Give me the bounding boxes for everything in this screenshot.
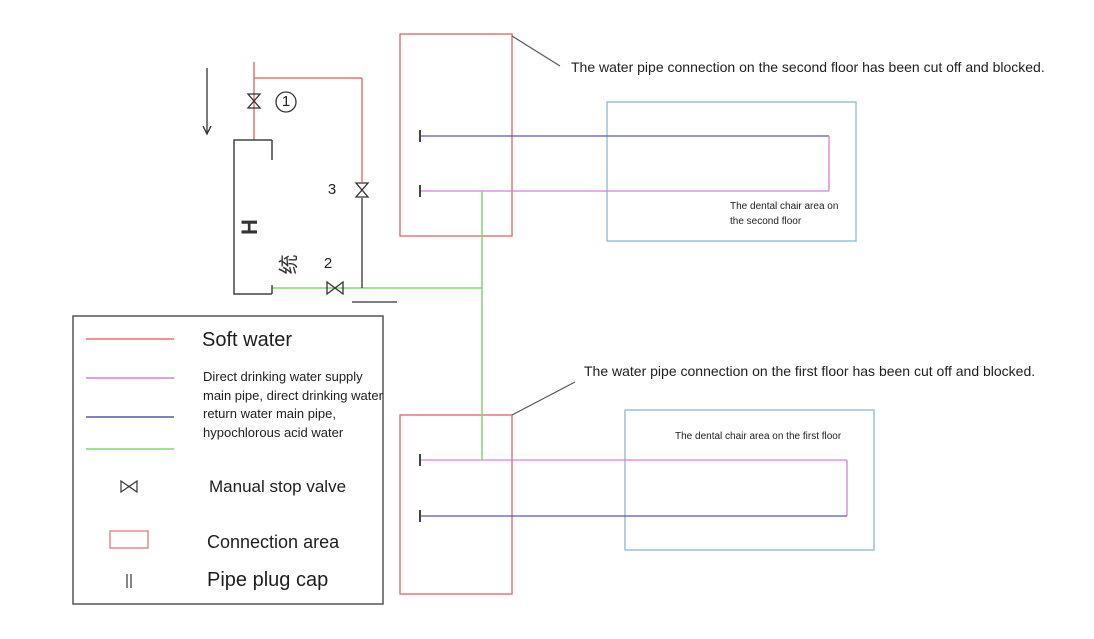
legend-valve-icon (120, 479, 138, 494)
callout-leader-second-floor (511, 35, 561, 67)
callout-first-floor: The water pipe connection on the first f… (584, 363, 1036, 379)
legend-plug-cap-icon (126, 574, 132, 588)
manual-stop-valve-3 (354, 182, 370, 198)
area-label-first-floor: The dental chair area on the first floor (675, 431, 842, 442)
connection-area-second-floor (399, 33, 513, 237)
dental-chair-area-second-floor (606, 101, 857, 242)
legend-connection-area-icon (109, 530, 149, 549)
valve-number-1: 1 (281, 93, 291, 110)
callout-leader-first-floor (511, 381, 576, 416)
area-label-second-floor: The dental chair area on the second floo… (730, 201, 839, 227)
equipment-label-h: H (236, 219, 262, 235)
manual-stop-valve-2 (326, 280, 344, 296)
legend-box (72, 315, 384, 605)
equipment-unit (233, 139, 272, 295)
valve-number-3: 3 (327, 181, 337, 198)
legend-label-pipes: Direct drinking water supply main pipe, … (203, 369, 383, 440)
callout-second-floor: The water pipe connection on the second … (571, 59, 1045, 75)
legend-label-soft-water: Soft water (202, 329, 293, 351)
legend-label-valve: Manual stop valve (209, 477, 347, 496)
legend-label-connection-area: Connection area (207, 532, 340, 552)
valve-number-2: 2 (323, 255, 333, 272)
legend-label-plug-cap: Pipe plug cap (207, 569, 329, 591)
manual-stop-valve-1 (246, 93, 262, 109)
equipment-label-cjk: 统 (278, 254, 301, 275)
dental-chair-area-first-floor (624, 409, 875, 551)
flow-arrow-down-head (202, 125, 212, 136)
connection-area-first-floor (399, 414, 513, 595)
valve-number-1-circle (275, 91, 297, 113)
